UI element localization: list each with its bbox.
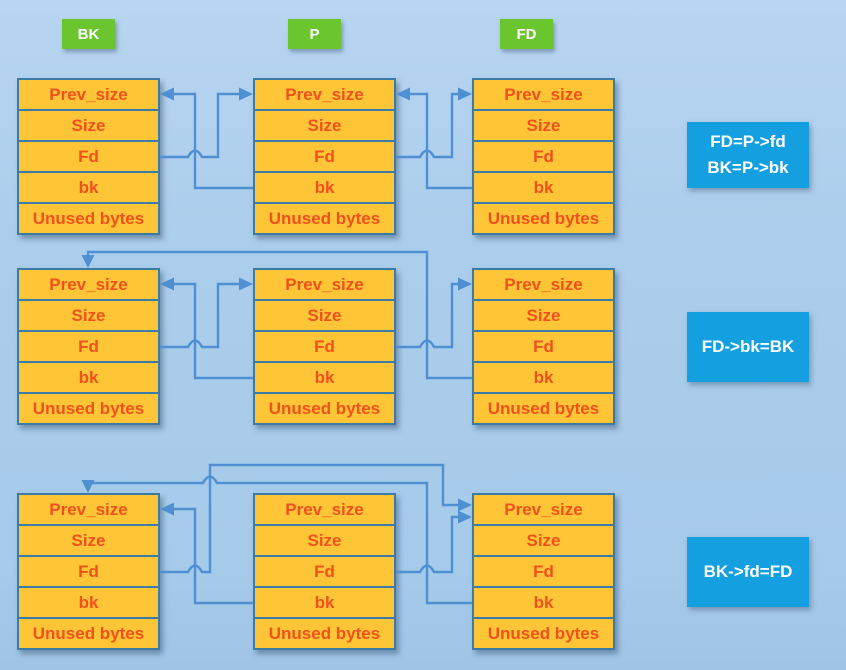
- chunk-fd-step3: Prev_size Size Fd bk Unused bytes: [472, 493, 615, 650]
- field-size: Size: [474, 111, 613, 142]
- field-bk: bk: [19, 588, 158, 619]
- field-prev-size: Prev_size: [474, 495, 613, 526]
- field-unused-bytes: Unused bytes: [268, 208, 381, 228]
- chunk-header-p: P: [288, 19, 341, 49]
- arrow-p-bk-to-bk-step3: [160, 502, 253, 605]
- field-unused-bytes: Unused bytes: [32, 623, 145, 643]
- field-fd: Fd: [255, 557, 394, 588]
- step3-label-line1: BK->fd=FD: [703, 562, 793, 581]
- arrow-fd-bk-to-p-step1: [396, 87, 472, 190]
- step1-label: FD=P->fd BK=P->bk: [687, 122, 809, 188]
- field-size: Size: [474, 301, 613, 332]
- field-unused-bytes: Unused bytes: [268, 623, 381, 643]
- field-size: Size: [255, 526, 394, 557]
- field-fd: Fd: [474, 142, 613, 173]
- step1-label-line1: FD=P->fd: [710, 132, 786, 151]
- field-fd: Fd: [19, 332, 158, 363]
- chunk-bk-step2: Prev_size Size Fd bk Unused bytes: [17, 268, 160, 425]
- chunk-fd-step1: Prev_size Size Fd bk Unused bytes: [472, 78, 615, 235]
- arrow-p-fd-to-fd-step1: [396, 87, 472, 159]
- field-unused-bytes: Unused bytes: [32, 208, 145, 228]
- field-unused-bytes: Unused bytes: [487, 208, 600, 228]
- field-fd: Fd: [474, 332, 613, 363]
- arrow-p-fd-to-fd-step3: [396, 510, 472, 574]
- field-bk: bk: [474, 588, 613, 619]
- field-fd: Fd: [474, 557, 613, 588]
- field-size: Size: [474, 526, 613, 557]
- chunk-fd-step2: Prev_size Size Fd bk Unused bytes: [472, 268, 615, 425]
- field-prev-size: Prev_size: [255, 270, 394, 301]
- field-bk: bk: [255, 588, 394, 619]
- field-bk: bk: [19, 363, 158, 394]
- field-size: Size: [255, 301, 394, 332]
- field-bk: bk: [255, 363, 394, 394]
- field-prev-size: Prev_size: [255, 80, 394, 111]
- step3-label: BK->fd=FD: [687, 537, 809, 607]
- field-bk: bk: [255, 173, 394, 204]
- chunk-p-step3: Prev_size Size Fd bk Unused bytes: [253, 493, 396, 650]
- field-size: Size: [19, 526, 158, 557]
- field-fd: Fd: [255, 142, 394, 173]
- field-unused-bytes: Unused bytes: [32, 398, 145, 418]
- chunk-bk-step3: Prev_size Size Fd bk Unused bytes: [17, 493, 160, 650]
- field-prev-size: Prev_size: [474, 270, 613, 301]
- field-size: Size: [19, 301, 158, 332]
- field-unused-bytes: Unused bytes: [487, 398, 600, 418]
- field-fd: Fd: [255, 332, 394, 363]
- field-fd: Fd: [19, 557, 158, 588]
- field-size: Size: [255, 111, 394, 142]
- arrow-bk-fd-to-p-step2: [160, 277, 253, 349]
- chunk-header-fd: FD: [500, 19, 553, 49]
- field-size: Size: [19, 111, 158, 142]
- chunk-header-bk: BK: [62, 19, 115, 49]
- field-bk: bk: [474, 363, 613, 394]
- field-prev-size: Prev_size: [19, 80, 158, 111]
- field-bk: bk: [474, 173, 613, 204]
- chunk-p-step1: Prev_size Size Fd bk Unused bytes: [253, 78, 396, 235]
- field-unused-bytes: Unused bytes: [268, 398, 381, 418]
- arrow-bk-fd-to-p-step1: [160, 87, 253, 159]
- field-prev-size: Prev_size: [19, 495, 158, 526]
- field-prev-size: Prev_size: [19, 270, 158, 301]
- field-unused-bytes: Unused bytes: [487, 623, 600, 643]
- chunk-p-step2: Prev_size Size Fd bk Unused bytes: [253, 268, 396, 425]
- chunk-bk-step1: Prev_size Size Fd bk Unused bytes: [17, 78, 160, 235]
- arrow-p-bk-to-bk-step2: [160, 277, 253, 380]
- arrow-p-fd-to-fd-step2: [396, 277, 472, 349]
- arrow-p-bk-to-bk-step1: [160, 87, 253, 190]
- field-bk: bk: [19, 173, 158, 204]
- field-prev-size: Prev_size: [255, 495, 394, 526]
- field-fd: Fd: [19, 142, 158, 173]
- step2-label: FD->bk=BK: [687, 312, 809, 382]
- field-prev-size: Prev_size: [474, 80, 613, 111]
- step1-label-line2: BK=P->bk: [707, 158, 789, 177]
- step2-label-line1: FD->bk=BK: [701, 337, 795, 356]
